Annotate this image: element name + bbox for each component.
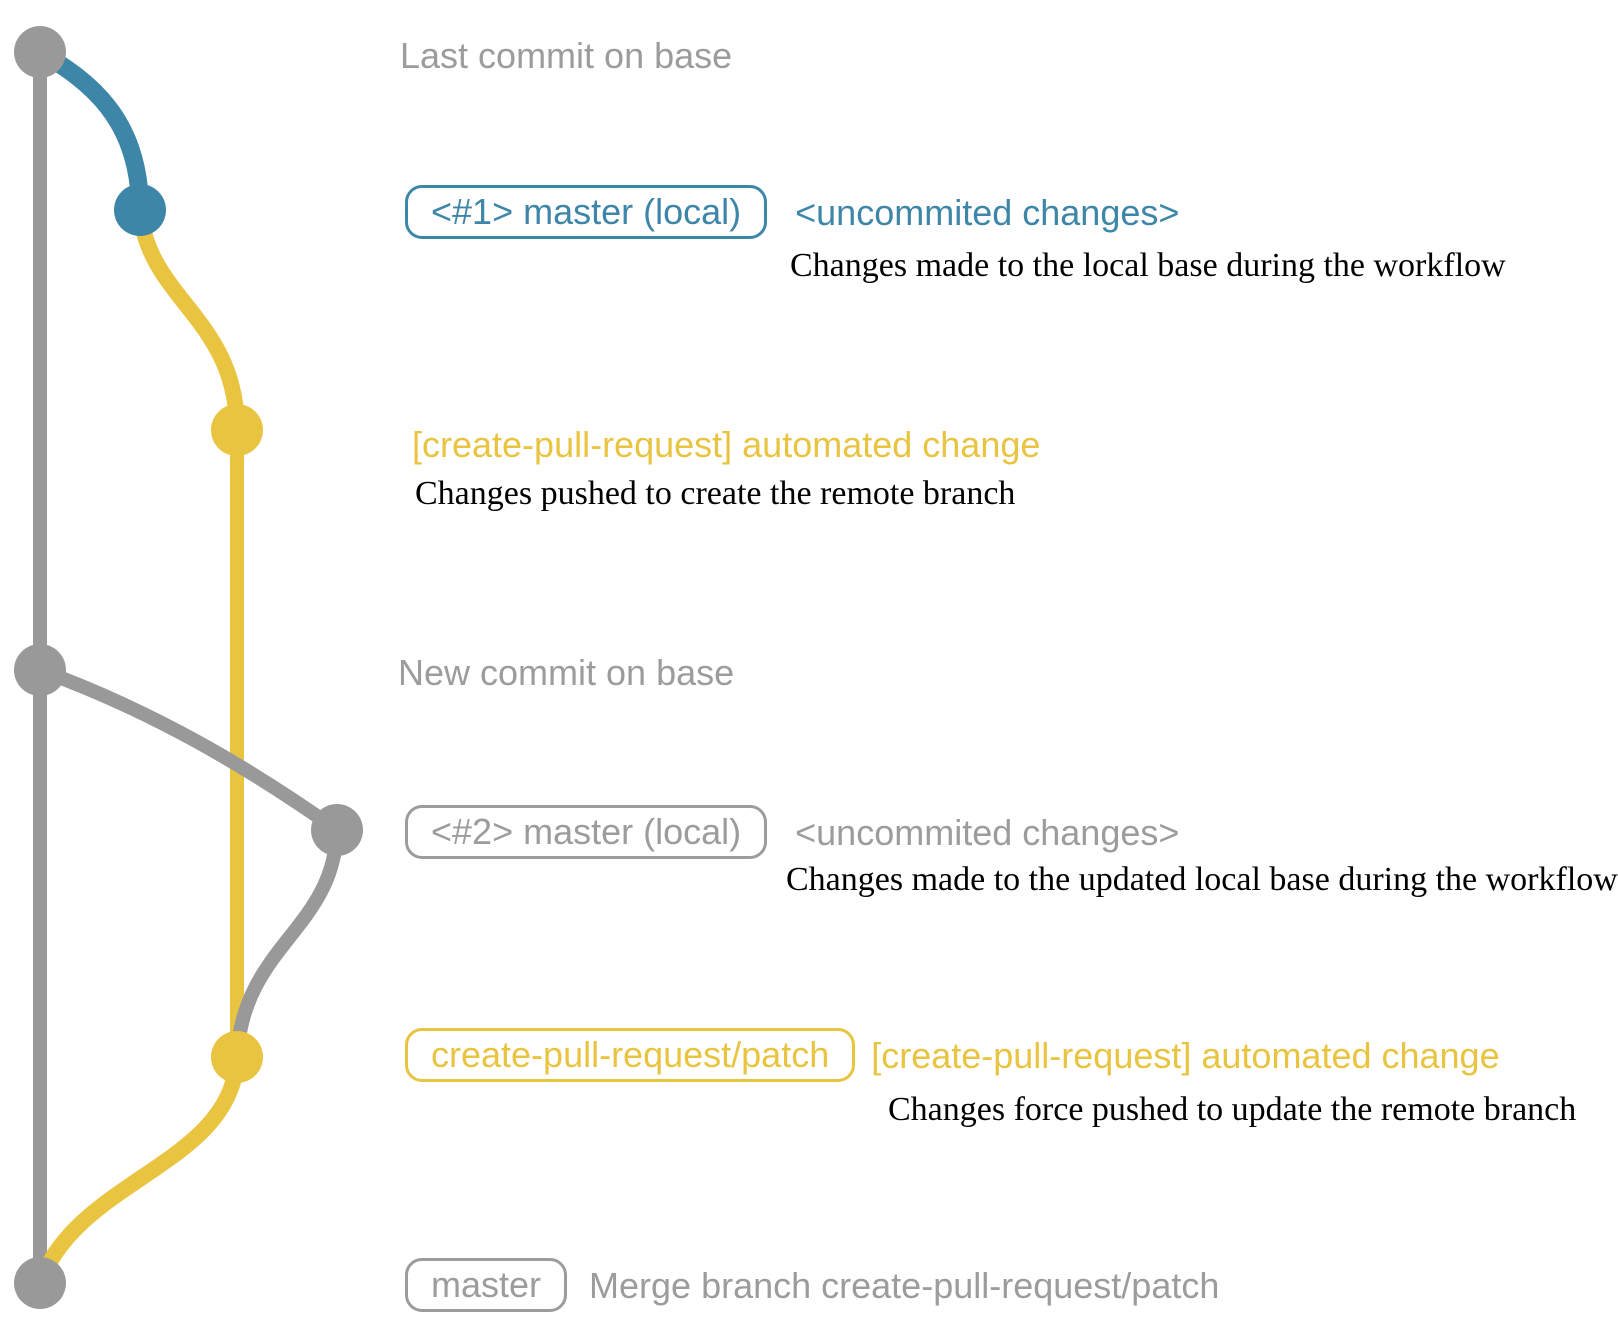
local-branch-curve-blue <box>31 43 149 219</box>
annotation-last-commit-on-base: Last commit on base <box>400 35 733 76</box>
commit-message-automated-2: [create-pull-request] automated change <box>871 1034 1500 1076</box>
commit-message-automated-1: [create-pull-request] automated change <box>412 424 1041 465</box>
commit-message-uncommitted-2: <uncommited changes> <box>795 811 1180 853</box>
rebase-curve-gray-out <box>33 663 344 837</box>
row-merge-commit: master Merge branch create-pull-request/… <box>405 1258 1219 1312</box>
branch-badge-master-local-1: <#1> master (local) <box>405 185 768 239</box>
commit-node-new-base <box>14 644 66 696</box>
commit-node-local-1 <box>114 184 166 236</box>
row-remote-patch-branch: create-pull-request/patch [create-pull-r… <box>405 1028 1500 1082</box>
commit-node-local-2 <box>311 804 363 856</box>
commit-desc-uncommitted-2: Changes made to the updated local base d… <box>786 861 1618 898</box>
commit-message-uncommitted-1: <uncommited changes> <box>795 191 1180 233</box>
remote-branch-out-curve-yellow <box>132 202 245 438</box>
commit-node-merge <box>14 1257 66 1309</box>
commit-desc-uncommitted-1: Changes made to the local base during th… <box>790 247 1506 284</box>
branch-badge-master: master <box>405 1258 568 1312</box>
merge-curve-yellow <box>32 1049 245 1291</box>
commit-message-merge: Merge branch create-pull-request/patch <box>589 1264 1220 1306</box>
commit-graph <box>14 26 363 1309</box>
row-local-master-1: <#1> master (local) <uncommited changes> <box>405 185 1179 239</box>
commit-desc-automated-1: Changes pushed to create the remote bran… <box>415 475 1016 512</box>
row-local-master-2: <#2> master (local) <uncommited changes> <box>405 805 1179 859</box>
commit-desc-automated-2: Changes force pushed to update the remot… <box>888 1091 1577 1128</box>
commit-node-last-base <box>14 26 66 78</box>
annotation-new-commit-on-base: New commit on base <box>398 652 735 693</box>
commit-node-automated-1 <box>211 404 263 456</box>
branch-badge-create-pull-request-patch: create-pull-request/patch <box>405 1028 856 1082</box>
rebase-curve-gray-in <box>230 823 344 1064</box>
commit-node-automated-2 <box>211 1031 263 1083</box>
branch-badge-master-local-2: <#2> master (local) <box>405 805 768 859</box>
